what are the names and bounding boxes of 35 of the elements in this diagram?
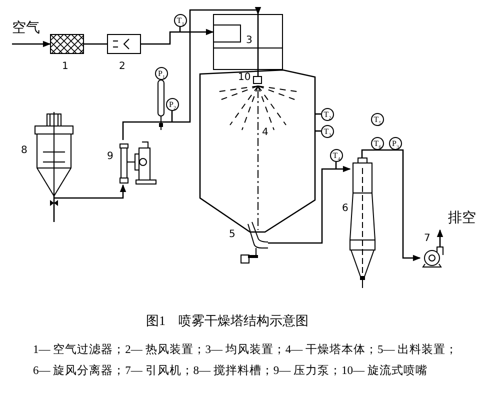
part-number: 8 xyxy=(21,146,28,156)
part-number: 5 xyxy=(229,230,236,240)
heater-drawing xyxy=(107,34,141,54)
figure-caption: 图1 喷雾干燥塔结构示意图 xyxy=(146,314,308,327)
instrument-symbol: T$_{3}$ xyxy=(321,125,334,138)
part-number: 3 xyxy=(246,36,252,46)
exhaust-label: 排空 xyxy=(448,212,476,226)
instrument-stub xyxy=(171,111,173,122)
pipe-arrow xyxy=(268,166,351,244)
part-number: 9 xyxy=(107,152,114,162)
part-number: 1 xyxy=(62,62,68,72)
part-number: 2 xyxy=(119,62,126,72)
instrument-symbol: T$_{5}$ xyxy=(371,113,384,126)
inlet-label: 空气 xyxy=(12,22,40,36)
instrument-symbol: T$_{4}$ xyxy=(330,149,343,162)
instrument-symbol: T$_{6}$ xyxy=(371,137,384,150)
pipe-arrow xyxy=(361,149,421,262)
instrument-symbol: P$_{3}$ xyxy=(389,137,402,150)
pipe-arrow xyxy=(122,6,262,140)
pipe-arrow xyxy=(436,229,444,247)
part-number: 4 xyxy=(262,128,268,138)
legend-note: 1— 空气过滤器；2— 热风装置；3— 均风装置；4— 干燥塔本体；5— 出料装置； xyxy=(33,345,458,356)
part-number: 10 xyxy=(238,73,251,83)
instrument-symbol: T$_{1}$ xyxy=(174,14,187,27)
part-number: 6 xyxy=(342,204,348,214)
air-filter-drawing xyxy=(50,34,84,54)
pipe-arrow xyxy=(141,28,214,45)
part-number: 7 xyxy=(424,234,430,244)
legend-note: 6— 旋风分离器；7— 引风机；8— 搅拌料槽；9— 压力泵；10— 旋流式喷嘴 xyxy=(33,366,428,378)
nozzle-symbol xyxy=(253,76,262,84)
instrument-symbol: P$_{1}$ xyxy=(155,67,168,80)
pipe-arrow xyxy=(12,40,51,48)
instrument-symbol: P$_{2}$ xyxy=(166,98,179,111)
instrument-symbol: T$_{2}$ xyxy=(321,108,334,121)
pipe-arrow xyxy=(75,184,126,199)
